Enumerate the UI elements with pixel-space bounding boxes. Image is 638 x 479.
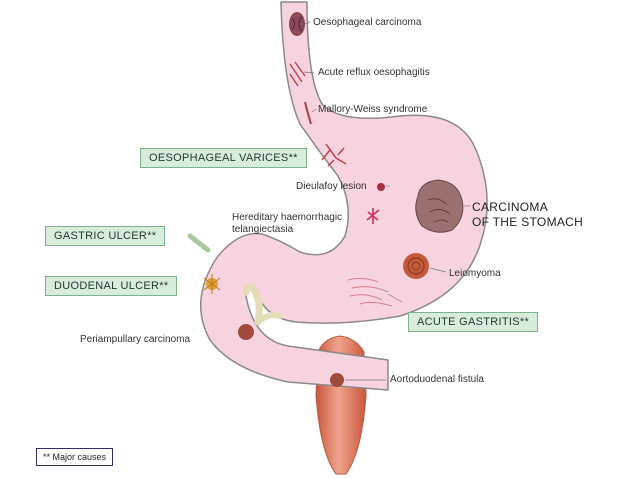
reflux-oesophagitis-lesion — [289, 61, 306, 87]
label-acute-reflux-oesophagitis: Acute reflux oesophagitis — [318, 67, 430, 78]
label-leiomyoma: Leiomyoma — [449, 268, 501, 279]
label-dieulafoy-lesion: Dieulafoy lesion — [296, 181, 367, 192]
label-hht-line2: telangiectasia — [232, 224, 294, 235]
label-oesophageal-carcinoma: Oesophageal carcinoma — [313, 17, 422, 28]
bile-duct — [242, 283, 283, 326]
label-mallory-weiss-syndrome: Mallory-Weiss syndrome — [318, 104, 428, 115]
label-carcinoma-line2: OF THE STOMACH — [472, 215, 584, 229]
dieulafoy-lesion — [377, 183, 385, 191]
mallory-weiss-tear — [304, 101, 312, 125]
stomach-carcinoma-mass — [415, 179, 464, 233]
stomach-outline — [199, 1, 488, 391]
label-aortoduodenal-fistula: Aortoduodenal fistula — [390, 374, 484, 385]
leiomyoma-mass — [403, 253, 429, 279]
legend-major-causes: ** Major causes — [36, 448, 114, 466]
gastric-ulcer-pointer — [187, 233, 211, 253]
oesophageal-varices-vessels — [321, 143, 347, 167]
box-gastric-ulcer: GASTRIC ULCER** — [45, 226, 166, 246]
box-oesophageal-varices: OESOPHAGEAL VARICES** — [140, 148, 307, 168]
acute-gastritis-lesions — [347, 277, 393, 307]
telangiectasia-lesion — [366, 208, 380, 224]
periampullary-carcinoma-lesion — [238, 324, 254, 340]
leader-lines — [303, 21, 470, 381]
label-periampullary-carcinoma: Periampullary carcinoma — [80, 334, 191, 345]
duodenal-ulcer-lesion — [203, 274, 221, 294]
oesophageal-carcinoma-lesion — [289, 12, 305, 36]
label-hht-line1: Hereditary haemorrhagic — [232, 212, 343, 223]
box-acute-gastritis: ACUTE GASTRITIS** — [408, 312, 539, 332]
aortoduodenal-fistula-lesion — [330, 373, 344, 387]
box-duodenal-ulcer: DUODENAL ULCER** — [45, 276, 178, 296]
label-carcinoma-line1: CARCINOMA — [472, 200, 549, 214]
